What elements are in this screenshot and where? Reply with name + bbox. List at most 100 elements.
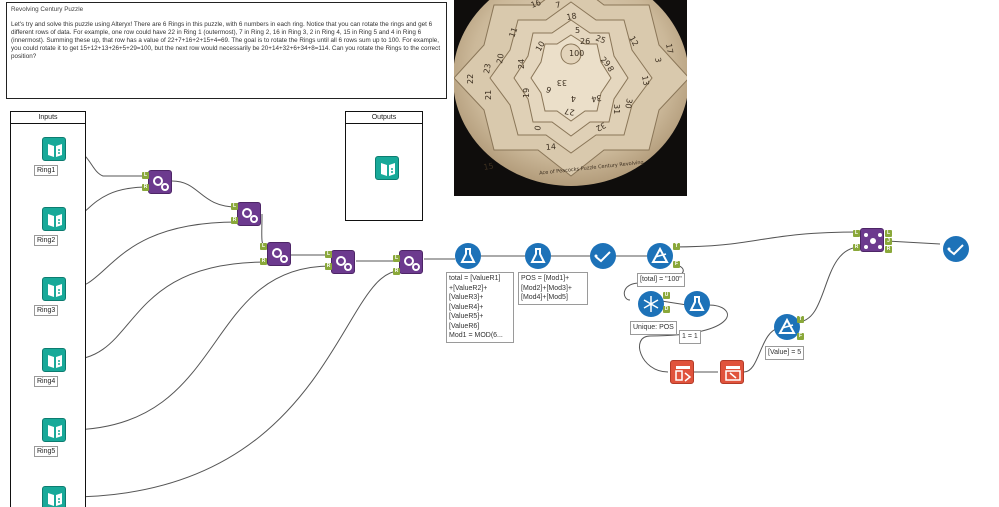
anchor-left[interactable]: L xyxy=(325,251,332,258)
check-icon xyxy=(594,251,611,263)
annotation-line: Mod1 = MOD(6... xyxy=(449,332,503,339)
transpose-tool[interactable] xyxy=(670,360,694,384)
puzzle-number: 33 xyxy=(557,78,567,87)
filter-tool-2[interactable] xyxy=(774,314,800,340)
annotation-line: [ValueR4]+ xyxy=(449,303,484,311)
input-tool-ring4[interactable] xyxy=(42,348,66,372)
flask-icon xyxy=(530,248,546,263)
filter2-annotation: [Value] = 5 xyxy=(765,346,805,360)
anchor-duplicate[interactable]: D xyxy=(663,306,670,313)
anchor-left[interactable]: L xyxy=(231,203,238,210)
annotation-line: [ValueR6] xyxy=(449,322,480,330)
input-tool-ring6[interactable] xyxy=(42,486,66,507)
join-tool-3[interactable] xyxy=(267,242,291,266)
wire xyxy=(672,231,861,248)
multi-join-tool[interactable] xyxy=(860,228,884,252)
puzzle-number: 14 xyxy=(545,142,556,152)
wire xyxy=(171,180,238,208)
gears-icon xyxy=(242,208,258,223)
join-tool-5[interactable] xyxy=(399,250,423,274)
input-tool-ring5[interactable] xyxy=(42,418,66,442)
join-tool-4[interactable] xyxy=(331,250,355,274)
puzzle-number: 15 xyxy=(483,161,495,172)
anchor-true[interactable]: T xyxy=(673,243,680,250)
puzzle-number: 22 xyxy=(466,74,475,84)
formula3-annotation: 1 = 1 xyxy=(679,330,701,344)
anchor-false[interactable]: F xyxy=(673,261,680,268)
puzzle-number: 3 xyxy=(653,57,663,64)
puzzle-number: 5 xyxy=(575,26,580,35)
formula-tool-1[interactable] xyxy=(455,243,481,269)
select-tool-1[interactable] xyxy=(590,243,616,269)
select-tool-2[interactable] xyxy=(943,236,969,262)
puzzle-number: 18 xyxy=(566,11,578,22)
input-tool-ring3[interactable] xyxy=(42,277,66,301)
input-tool-ring2[interactable] xyxy=(42,207,66,231)
puzzle-number: 8 xyxy=(605,65,615,74)
formula2-annotation: POS = [Mod1]+[Mod2]+[Mod3]+[Mod4]+[Mod5] xyxy=(518,272,588,305)
snowflake-icon xyxy=(643,296,659,312)
anchor-join[interactable]: J xyxy=(885,238,892,245)
anchor-right[interactable]: R xyxy=(393,268,400,275)
anchor-unique[interactable]: U xyxy=(663,292,670,299)
wire xyxy=(796,246,861,323)
puzzle-number: 11 xyxy=(507,26,519,39)
anchor-left[interactable]: L xyxy=(260,243,267,250)
join-tool-1[interactable] xyxy=(148,170,172,194)
book-icon xyxy=(48,144,62,157)
flask-icon xyxy=(689,296,705,311)
filter-tool-1[interactable] xyxy=(647,243,673,269)
anchor-right[interactable]: R xyxy=(885,246,892,253)
input-tool-ring1[interactable] xyxy=(42,137,66,161)
annotation-line: [ValueR3]+ xyxy=(449,294,484,301)
comment-body: Let's try and solve this puzzle using Al… xyxy=(11,20,441,60)
puzzle-number: 12 xyxy=(627,35,640,48)
puzzle-number: 17 xyxy=(664,43,675,55)
crosstab-tool[interactable] xyxy=(720,360,744,384)
input-tool-label: Ring1 xyxy=(34,165,59,176)
puzzle-number: 23 xyxy=(482,63,493,75)
wire xyxy=(67,221,238,290)
wire xyxy=(67,265,332,431)
input-tool-label: Ring4 xyxy=(34,376,59,387)
output-browse-tool[interactable] xyxy=(375,156,399,180)
anchor-false[interactable]: F xyxy=(797,333,804,340)
gears-icon xyxy=(153,176,169,191)
input-tool-label: Ring2 xyxy=(34,235,59,246)
anchor-left[interactable]: L xyxy=(142,172,149,179)
formula-tool-2[interactable] xyxy=(525,243,551,269)
gears-icon xyxy=(272,248,288,263)
anchor-right[interactable]: R xyxy=(231,217,238,224)
unique-tool[interactable] xyxy=(638,291,664,317)
anchor-true[interactable]: T xyxy=(797,316,804,323)
formula-tool-3[interactable] xyxy=(684,291,710,317)
anchor-right[interactable]: R xyxy=(142,184,149,191)
input-tool-label: Ring3 xyxy=(34,305,59,316)
flask-icon xyxy=(460,248,476,263)
check-icon xyxy=(947,244,964,256)
puzzle-number: 31 xyxy=(612,104,621,114)
anchor-left[interactable]: L xyxy=(393,255,400,262)
book-icon xyxy=(48,355,62,368)
network-icon xyxy=(864,233,882,249)
puzzle-number: 27 xyxy=(564,106,576,117)
annotation-line: POS = [Mod1]+ xyxy=(521,275,570,282)
puzzle-number: 19 xyxy=(522,88,531,98)
puzzle-number: 6 xyxy=(545,84,553,94)
anchor-left[interactable]: L xyxy=(885,230,892,237)
comment-box[interactable]: Revolving Century Puzzle Let's try and s… xyxy=(6,2,447,99)
book-icon xyxy=(48,425,62,438)
inputs-container-title: Inputs xyxy=(11,112,85,124)
join-tool-2[interactable] xyxy=(237,202,261,226)
anchor-right[interactable]: R xyxy=(260,258,267,265)
annotation-line: [ValueR5]+ xyxy=(449,313,484,320)
anchor-right[interactable]: R xyxy=(325,263,332,270)
gears-icon xyxy=(404,256,420,271)
triangle-icon xyxy=(651,246,669,263)
puzzle-number: 21 xyxy=(484,90,493,100)
anchor-left[interactable]: L xyxy=(853,230,860,237)
anchor-right[interactable]: R xyxy=(853,244,860,251)
